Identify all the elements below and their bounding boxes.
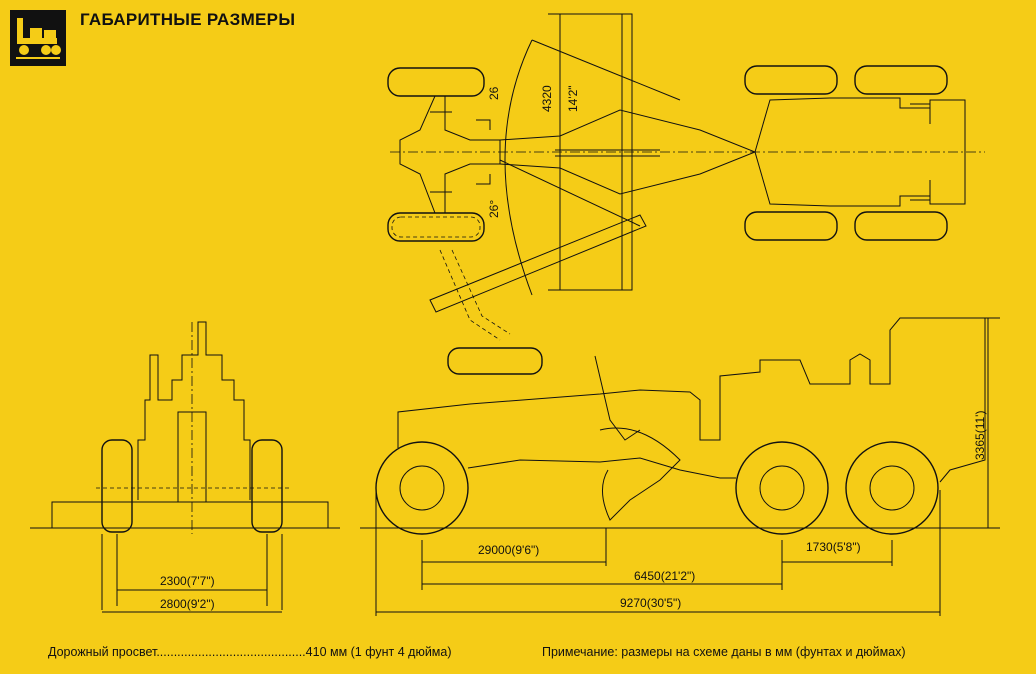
blade-offset-label: 29000(9'6") (478, 543, 539, 557)
wheelbase-label: 6450(21'2") (634, 569, 695, 583)
angle-lower-label: 26° (487, 200, 501, 218)
side-view: 29000(9'6") 1730(5'8") 6450(21'2") 9270(… (360, 317, 1000, 616)
overall-length-label: 9270(30'5") (620, 596, 681, 610)
page-title: ГАБАРИТНЫЕ РАЗМЕРЫ (80, 10, 296, 29)
blade-width-mm-label: 4320 (540, 85, 554, 112)
overall-width-label: 2800(9'2") (160, 597, 215, 611)
front-view: 2300(7'7") 2800(9'2") (30, 321, 340, 613)
top-view: 4320 14'2" 26 26° (387, 13, 985, 375)
units-note: Примечание: размеры на схеме даны в мм (… (542, 645, 906, 659)
grader-icon (16, 18, 61, 59)
blade-width-ft-label: 14'2" (566, 85, 580, 112)
angle-upper-label: 26 (487, 86, 501, 100)
ground-clearance-note: Дорожный просвет........................… (48, 645, 452, 659)
logo-badge (10, 10, 66, 66)
tandem-spacing-label: 1730(5'8") (806, 540, 861, 554)
track-width-label: 2300(7'7") (160, 574, 215, 588)
height-label: 3365(11') (973, 411, 987, 460)
